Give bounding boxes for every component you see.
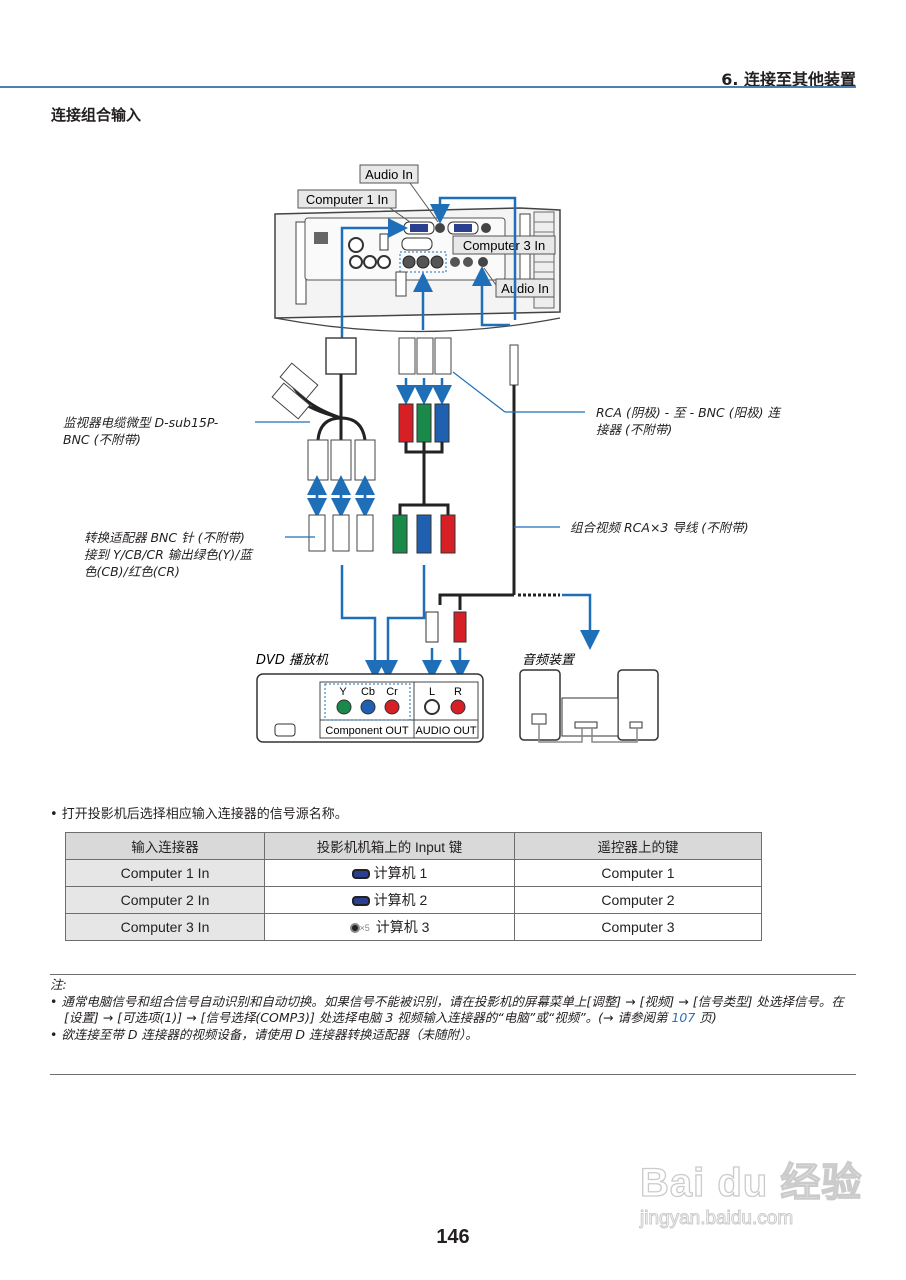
- header-connector: 输入连接器: [65, 832, 265, 860]
- notes-section: 注: • 通常电脑信号和组合信号自动识别和自动切换。如果信号不能被识别，请在投影…: [50, 977, 860, 1043]
- callout-adapter: 转换适配器 BNC 针 (不附带) 接到 Y/CB/CR 输出绿色(Y)/蓝 色…: [84, 530, 252, 579]
- callout-dsub-cable: 监视器电缆微型 D-sub15P- BNC (不附带): [63, 415, 219, 447]
- svg-text:Component OUT: Component OUT: [325, 725, 408, 737]
- chapter-title: 6. 连接至其他装置: [721, 70, 856, 89]
- label-computer3-in: Computer 3 In: [452, 235, 556, 255]
- svg-text:R: R: [454, 686, 462, 698]
- svg-text:Y: Y: [339, 686, 347, 698]
- audio-device-title: 音频装置: [522, 652, 576, 668]
- audio-cable: [425, 344, 560, 643]
- svg-text:AUDIO OUT: AUDIO OUT: [415, 725, 476, 737]
- watermark-url: jingyan.baidu.com: [640, 1208, 794, 1230]
- component-cable: [392, 403, 456, 554]
- dvd-player: [256, 673, 484, 743]
- table-header-row: 输入连接器 投影机机箱上的 Input 键 遥控器上的键: [65, 832, 762, 860]
- bnc-adapters: [308, 514, 374, 552]
- baidu-watermark: Bai du 经验 jingyan.baidu.com: [639, 1150, 880, 1260]
- svg-text:Cr: Cr: [386, 686, 398, 698]
- cell-remote-key: Computer 2: [514, 886, 762, 914]
- svg-text:Audio In: Audio In: [365, 167, 413, 182]
- cell-input-key: 计算机 2: [264, 886, 515, 914]
- dsub-bnc-cable: [271, 337, 376, 481]
- header-input-key: 投影机机箱上的 Input 键: [264, 832, 515, 860]
- table-row: Computer 1 In 计算机 1 Computer 1: [65, 859, 762, 887]
- label-computer1-in: Computer 1 In: [297, 189, 411, 223]
- callout-rca-bnc: RCA (阴极) - 至 - BNC (阳极) 连 接器 (不附带): [596, 405, 780, 437]
- x5-multiplier: ×5: [359, 923, 370, 934]
- cell-connector: Computer 3 In: [65, 913, 265, 941]
- vga-port-icon: [351, 869, 370, 880]
- arrow-audio-in-bottom: [472, 266, 510, 327]
- page-reference-link[interactable]: 107: [671, 1010, 696, 1025]
- notes-label: 注:: [50, 977, 67, 992]
- rca-bnc-connectors: [398, 337, 452, 375]
- note-item: • 通常电脑信号和组合信号自动识别和自动切换。如果信号不能被识别，请在投影机的屏…: [50, 993, 844, 1026]
- notes-bottom-rule: [50, 1074, 856, 1075]
- projector: [274, 207, 561, 333]
- bnc-port-icon: [349, 923, 360, 934]
- cell-remote-key: Computer 3: [514, 913, 762, 941]
- header-rule: [0, 86, 856, 88]
- arrow-computer1: [340, 218, 408, 340]
- instruction-text: • 打开投影机后选择相应输入连接器的信号源名称。: [50, 807, 348, 822]
- section-title: 连接组合输入: [51, 106, 142, 124]
- page-number: 146: [436, 1226, 470, 1248]
- header-remote-key: 遥控器上的键: [514, 832, 762, 860]
- audio-device: [519, 669, 659, 743]
- vga-port-icon: [351, 896, 370, 907]
- svg-text:Computer 3 In: Computer 3 In: [463, 238, 545, 253]
- cell-input-key: 计算机 1: [264, 859, 515, 887]
- svg-text:L: L: [429, 686, 435, 698]
- cell-connector: Computer 1 In: [65, 859, 265, 887]
- connection-diagram: Audio In Computer 1 In Computer 3 In Aud…: [255, 164, 659, 743]
- note-item: • 欲连接至带 D 连接器的视频设备，请使用 D 连接器转换适配器（未随附）。: [50, 1026, 478, 1042]
- svg-text:Cb: Cb: [361, 686, 375, 698]
- cell-connector: Computer 2 In: [65, 886, 265, 914]
- cell-remote-key: Computer 1: [514, 859, 762, 887]
- arrow-audio-in-top: [430, 196, 517, 320]
- table-row: Computer 2 In 计算机 2 Computer 2: [65, 886, 762, 914]
- svg-text:Audio In: Audio In: [501, 281, 549, 296]
- input-table: 输入连接器 投影机机箱上的 Input 键 遥控器上的键 Computer 1 …: [65, 832, 762, 941]
- watermark-brand: Bai du 经验: [639, 1160, 863, 1205]
- label-audio-in-top: Audio In: [359, 164, 439, 223]
- notes-top-rule: [50, 974, 856, 975]
- callout-component-cable: 组合视频 RCA×3 导线 (不附带): [570, 520, 749, 535]
- dvd-title: DVD 播放机: [256, 653, 329, 668]
- svg-text:Computer 1 In: Computer 1 In: [306, 192, 388, 207]
